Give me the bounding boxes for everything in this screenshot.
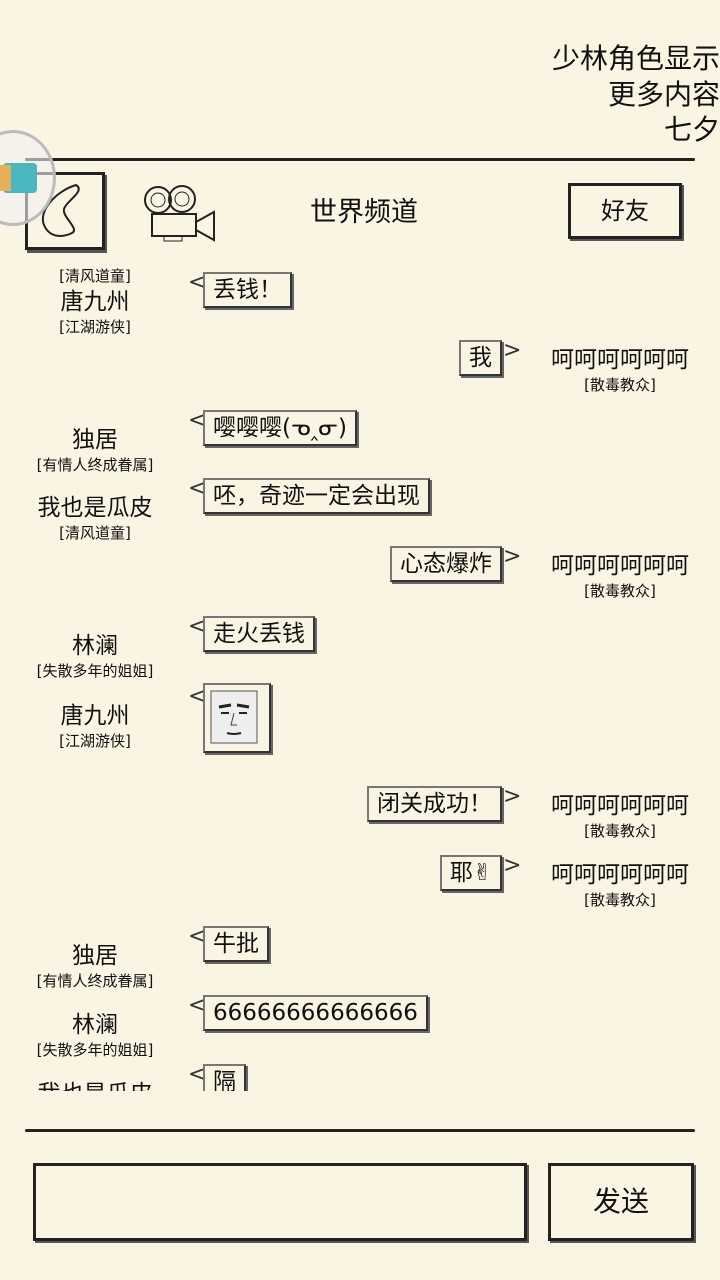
video-camera-icon[interactable]: [142, 184, 218, 244]
divider: [25, 1129, 695, 1132]
notice-line: 七夕: [663, 113, 720, 146]
sender-title: [清风道童]: [59, 524, 131, 542]
sender-title: [江湖游侠]: [59, 732, 131, 750]
sender-name[interactable]: 林澜: [72, 1012, 118, 1038]
bubble-arrow: <: [188, 408, 207, 433]
sender-title: [散毒教众]: [584, 891, 656, 909]
message-input[interactable]: [33, 1163, 527, 1241]
message-bubble[interactable]: 丢钱！: [203, 272, 292, 308]
bubble-arrow: >: [503, 784, 522, 809]
sender-name[interactable]: 呵呵呵呵呵呵: [551, 553, 689, 579]
friends-button[interactable]: 好友: [568, 183, 682, 239]
sender-title: [失散多年的姐姐]: [36, 662, 154, 680]
bubble-arrow: <: [188, 1062, 207, 1087]
sender-title: [江湖游侠]: [59, 318, 131, 336]
sender-name[interactable]: 呵呵呵呵呵呵: [551, 862, 689, 888]
chat-message-list[interactable]: [清风道童]唐九州[江湖游侠]<丢钱！呵呵呵呵呵呵[散毒教众]>我独居[有情人终…: [0, 255, 720, 1091]
bubble-arrow: <: [188, 924, 207, 949]
page-title: 世界频道: [310, 197, 418, 228]
notice-line: 更多内容: [607, 78, 720, 111]
bubble-arrow: >: [503, 544, 522, 569]
sender-name[interactable]: 独居: [72, 943, 118, 969]
message-bubble[interactable]: 闭关成功！: [367, 786, 502, 822]
bubble-arrow: <: [188, 476, 207, 501]
sender-title: [散毒教众]: [584, 376, 656, 394]
sender-name[interactable]: 林澜: [72, 633, 118, 659]
message-bubble[interactable]: 走火丢钱: [203, 616, 315, 652]
sender-name[interactable]: 唐九州: [60, 703, 130, 729]
bubble-arrow: <: [188, 614, 207, 639]
face-sticker-icon: [210, 690, 258, 744]
sender-title: [有情人终成眷属]: [36, 972, 154, 990]
divider: [25, 158, 695, 161]
sender-title: [清风道童]: [59, 267, 131, 285]
message-bubble[interactable]: 66666666666666: [203, 995, 428, 1031]
send-button[interactable]: 发送: [548, 1163, 694, 1241]
sender-name[interactable]: 我也是瓜皮: [0, 1074, 190, 1091]
bubble-arrow: >: [503, 853, 522, 878]
sender-title: [有情人终成眷属]: [36, 456, 154, 474]
message-bubble[interactable]: 心态爆炸: [390, 546, 502, 582]
message-bubble[interactable]: 嘤嘤嘤(ᓀ‸ᓂ): [203, 410, 357, 446]
message-bubble[interactable]: 呸，奇迹一定会出现: [203, 478, 430, 514]
sender-name[interactable]: 独居: [72, 427, 118, 453]
sender-name[interactable]: 我也是瓜皮: [37, 495, 153, 521]
bubble-arrow: <: [188, 993, 207, 1018]
message-bubble[interactable]: 隔: [203, 1064, 246, 1091]
back-icon: [41, 183, 80, 237]
bubble-arrow: <: [188, 270, 207, 295]
bubble-arrow: <: [188, 684, 207, 709]
message-bubble[interactable]: 牛批: [203, 926, 269, 962]
message-bubble[interactable]: 耶✌: [439, 855, 502, 891]
message-bubble[interactable]: 我: [459, 340, 502, 376]
sender-title: [散毒教众]: [584, 582, 656, 600]
sender-name[interactable]: 呵呵呵呵呵呵: [551, 793, 689, 819]
sender-title: [失散多年的姐姐]: [36, 1041, 154, 1059]
sender-name[interactable]: 呵呵呵呵呵呵: [551, 347, 689, 373]
bubble-arrow: >: [503, 338, 522, 363]
sender-name[interactable]: 唐九州: [60, 289, 130, 315]
face-sticker-image: [203, 683, 271, 753]
sender-title: [散毒教众]: [584, 822, 656, 840]
notice-line: 少林角色显示: [551, 42, 720, 75]
